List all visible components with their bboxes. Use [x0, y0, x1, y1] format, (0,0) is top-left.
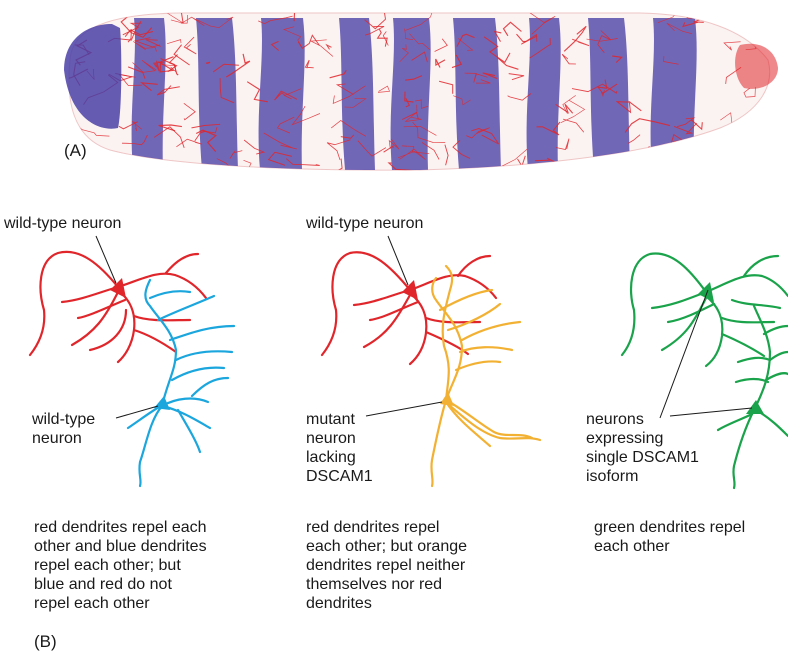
segment-stain-band: [588, 18, 630, 170]
label-wildtype-cell-left: wild-type neuron: [32, 410, 95, 448]
leader-line-top-right: [660, 290, 708, 418]
label-wildtype-top-left: wild-type neuron: [4, 214, 121, 233]
caption-right: green dendrites repel each other: [594, 518, 745, 556]
label-wildtype-top-middle: wild-type neuron: [306, 214, 423, 233]
caption-middle: red dendrites repel each other; but oran…: [306, 518, 467, 613]
segment-stain-band: [527, 18, 561, 170]
panel-a-label: (A): [64, 141, 87, 160]
embryo-image: (A): [42, 0, 778, 178]
green-neuron-upper-right: [622, 253, 788, 366]
blue-wildtype-neuron-left: [128, 280, 234, 486]
leader-line-top-left: [96, 236, 116, 283]
segment-stain-band: [259, 18, 305, 170]
orange-neuron-soma-middle: [440, 392, 454, 406]
embryo-dendrite: [584, 157, 616, 163]
green-neuron-soma-lower: [746, 400, 764, 414]
embryo-head-stain: [64, 24, 121, 129]
leader-line-cell-middle: [366, 402, 442, 416]
caption-left: red dendrites repel each other and blue …: [34, 518, 207, 613]
stained-segment-bands: [132, 18, 697, 170]
embryo-dendrite: [651, 145, 668, 158]
embryo-dendrite: [722, 166, 745, 176]
red-wildtype-neuron-middle: [322, 252, 496, 364]
embryo-dendrite: [572, 159, 585, 164]
embryo-tail: [735, 44, 778, 89]
red-wildtype-neuron-left: [30, 252, 206, 362]
panel-b-label: (B): [34, 632, 57, 651]
embryo-dendrite: [639, 161, 651, 173]
label-mutant-cell-middle: mutant neuron lacking DSCAM1: [306, 410, 373, 486]
panel-b-left: [30, 236, 234, 486]
label-single-isoform-cell-right: neurons expressing single DSCAM1 isoform: [586, 410, 699, 486]
segment-stain-band: [651, 18, 697, 170]
segment-stain-band: [339, 18, 375, 170]
orange-mutant-neuron-middle: [431, 266, 540, 486]
green-neuron-lower-right: [718, 306, 788, 488]
segment-stain-band: [196, 18, 238, 170]
embryo-dendrite: [670, 144, 698, 153]
